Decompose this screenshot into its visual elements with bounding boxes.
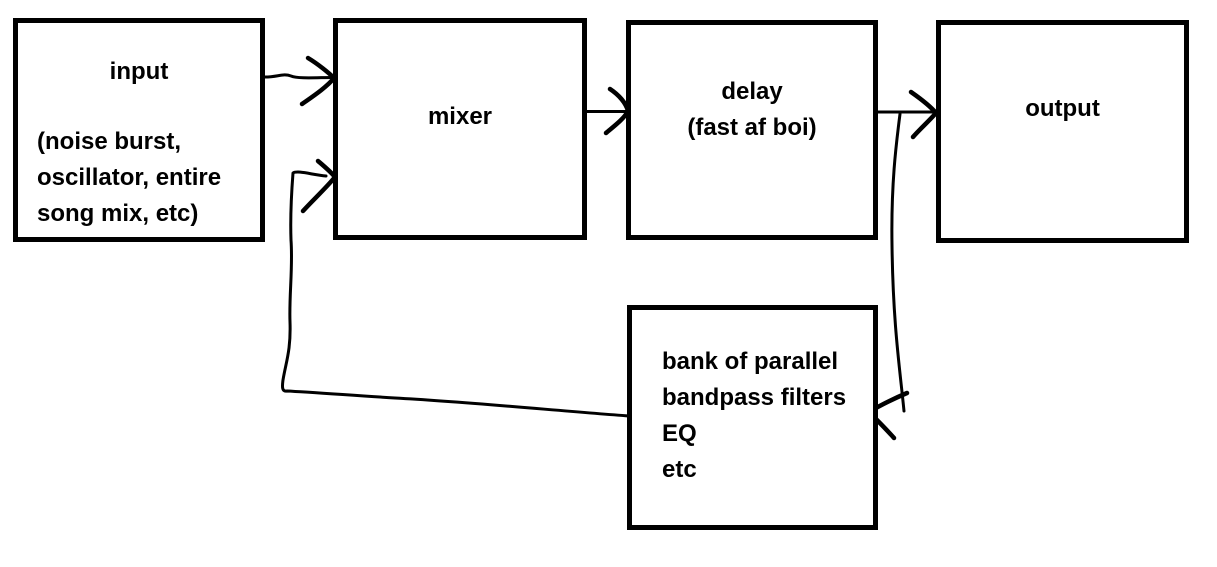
node-input: input (noise burst, oscillator, entire s… [13,18,265,242]
node-delay: delay (fast af boi) [626,20,878,240]
arrowhead-feedback-into-mixer-icon [300,158,338,214]
arrowhead-delay-to-output-icon [908,89,939,140]
node-filter-bank-label: bank of parallel bandpass filters EQ etc [662,348,847,483]
arrowhead-input-to-mixer-icon [299,55,337,107]
node-output: output [936,20,1189,243]
node-delay-label: delay (fast af boi) [687,78,817,141]
node-output-label: output [1025,95,1100,122]
node-mixer-label: mixer [427,103,493,130]
edge-input-to-mixer [263,73,335,80]
node-input-title: input [109,58,169,85]
node-filter-bank: bank of parallel bandpass filters EQ etc [627,305,878,530]
edge-filter-bank-to-mixer-feedback [281,170,631,418]
edge-delay-tap-to-filter-bank [890,112,906,413]
node-mixer: mixer [333,18,587,240]
node-input-subtitle: (noise burst, oscillator, entire song mi… [37,128,222,227]
